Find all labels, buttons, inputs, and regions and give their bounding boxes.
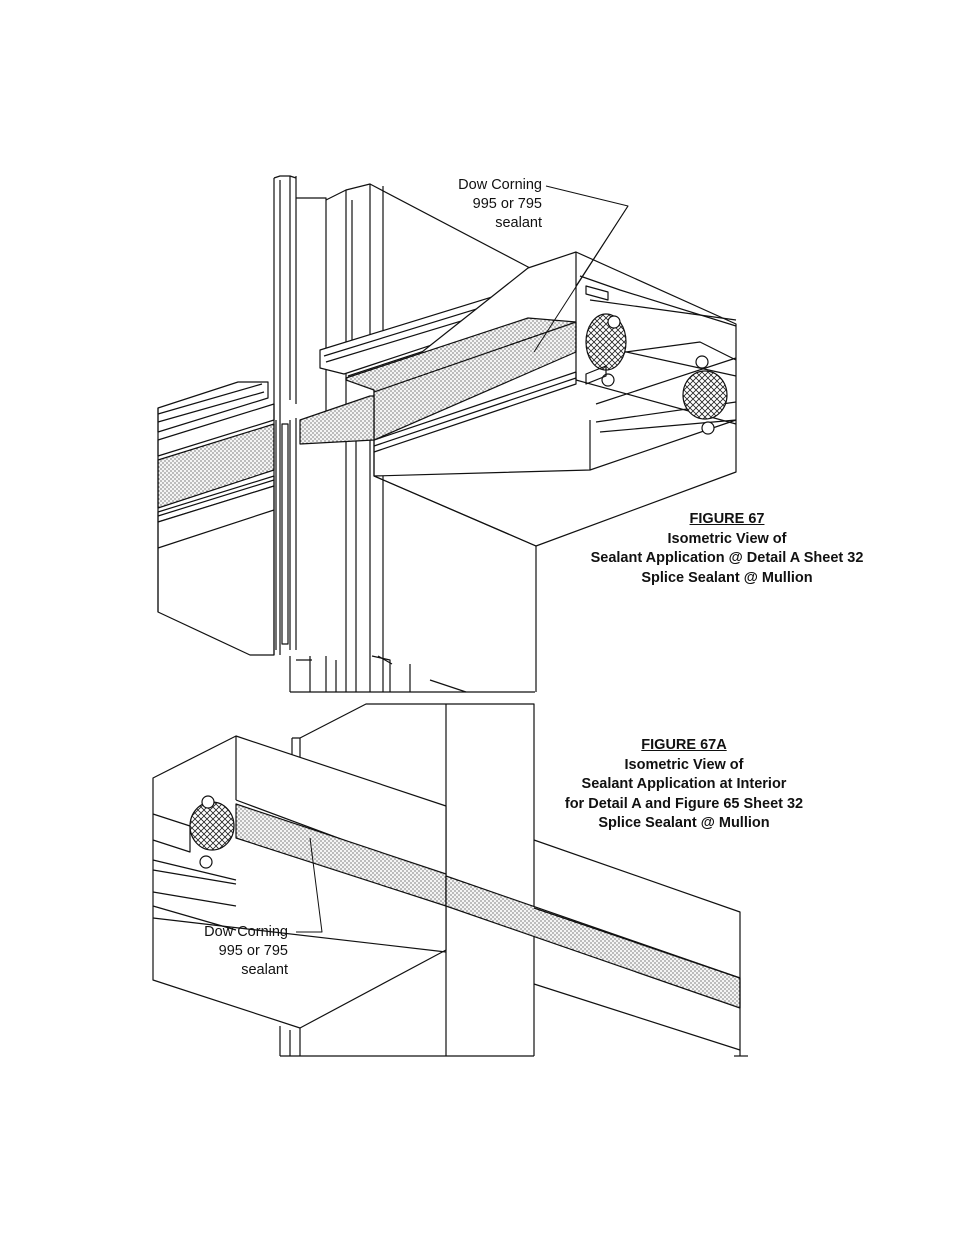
- figure-67a-callout-leader: [296, 837, 323, 933]
- caption-line: Splice Sealant @ Mullion: [598, 815, 770, 831]
- caption-line: Splice Sealant @ Mullion: [641, 569, 813, 586]
- callout-line: 995 or 795: [218, 943, 288, 959]
- profile-end-detail: [579, 275, 737, 435]
- figure-67a-caption: FIGURE 67A Isometric View of Sealant App…: [546, 736, 822, 834]
- horizontal-box: [345, 251, 737, 692]
- figure-67a-callout-text: Dow Corning 995 or 795 sealant: [166, 923, 288, 980]
- figure-67a-drawing: [152, 703, 748, 1057]
- caption-line: Sealant Application @ Detail A Sheet 32: [590, 550, 864, 566]
- caption-line: Isometric View of: [624, 756, 744, 773]
- figure-67-drawing: [157, 175, 737, 693]
- figure-67a-title: FIGURE 67A: [641, 737, 727, 753]
- interior-horizontal-box: [152, 735, 447, 1029]
- left-horizontal-member: [157, 381, 275, 656]
- figure-67-callout-text: Dow Corning 995 or 795 sealant: [420, 176, 542, 233]
- callout-line: sealant: [495, 215, 542, 231]
- callout-line: Dow Corning: [204, 924, 288, 940]
- figure-67-callout-leaders: [533, 185, 629, 353]
- interior-sealant-band: [445, 839, 748, 1057]
- figure-67-title: FIGURE 67: [689, 511, 765, 527]
- callout-line: Dow Corning: [458, 177, 542, 193]
- figure-67-caption: FIGURE 67 Isometric View of Sealant Appl…: [570, 510, 884, 588]
- caption-line: for Detail A and Figure 65 Sheet 32: [564, 795, 804, 812]
- caption-line: Sealant Application at Interior: [581, 776, 787, 792]
- caption-line: Isometric View of: [667, 530, 787, 547]
- callout-line: 995 or 795: [472, 196, 542, 212]
- callout-line: sealant: [241, 962, 288, 978]
- mullion-splice-sealant: [299, 395, 375, 445]
